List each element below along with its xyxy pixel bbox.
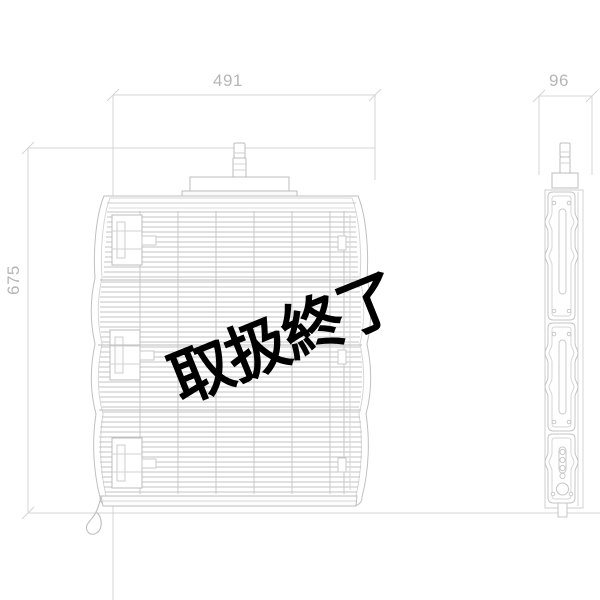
side-top-hanger-group	[551, 142, 579, 189]
side-vent-hole-3	[559, 464, 566, 472]
dimension-label-width: 491	[213, 71, 243, 90]
power-cord	[85, 496, 102, 535]
side-module-mid	[544, 322, 579, 432]
module-endcaps	[109, 214, 157, 489]
side-large-hole	[556, 482, 569, 496]
module-endcap-mid	[109, 329, 155, 381]
side-module-mid-screw-bl	[551, 419, 557, 425]
dim-depth-tick-right	[585, 89, 599, 103]
side-module-bottom-screw-bl	[550, 491, 556, 497]
dimension-label-depth: 96	[549, 71, 569, 90]
dim-depth-group	[532, 89, 599, 175]
side-bottom-stub	[557, 502, 568, 518]
side-module-top-screw-tr	[566, 200, 572, 206]
side-vent-hole-2	[559, 456, 566, 464]
dim-height-group	[21, 141, 600, 520]
side-vent-hole-1	[559, 448, 566, 456]
side-hanger-eyelet	[559, 142, 571, 158]
side-module-top-screw-tl	[551, 200, 557, 206]
module-endcap-bottom	[111, 437, 157, 489]
base-band	[100, 495, 358, 507]
grid-horizontal-lines	[99, 211, 362, 493]
side-vent-hole-4	[559, 472, 566, 480]
dim-depth-tick-left	[532, 89, 546, 103]
side-module-top-screw-bl	[551, 308, 557, 314]
top-mount-box	[181, 176, 298, 197]
module-separators	[98, 279, 362, 411]
dim-height-tick-bottom	[21, 506, 35, 520]
dimension-label-height: 675	[4, 265, 23, 295]
side-module-mid-screw-tl	[551, 331, 557, 337]
side-module-top	[544, 191, 579, 321]
dim-height-tick-top	[21, 141, 35, 155]
side-module-top-screw-br	[566, 308, 572, 314]
side-hanger-base	[551, 172, 579, 189]
side-module-mid-slot	[558, 339, 567, 415]
dim-width-tick-left	[106, 88, 120, 102]
side-modules	[544, 191, 579, 504]
side-module-bottom-screw-br	[568, 491, 574, 497]
right-frame-marks	[337, 211, 351, 494]
side-module-bottom	[544, 433, 579, 504]
grid-mesh	[99, 211, 362, 494]
dim-width-tick-right	[368, 88, 382, 102]
side-module-mid-screw-br	[566, 419, 572, 425]
side-module-mid-screw-tr	[566, 331, 572, 337]
module-endcap-top	[111, 214, 157, 266]
side-hanger-shaft	[559, 156, 571, 174]
power-cord-path	[85, 496, 102, 535]
side-module-top-slot	[558, 208, 567, 295]
